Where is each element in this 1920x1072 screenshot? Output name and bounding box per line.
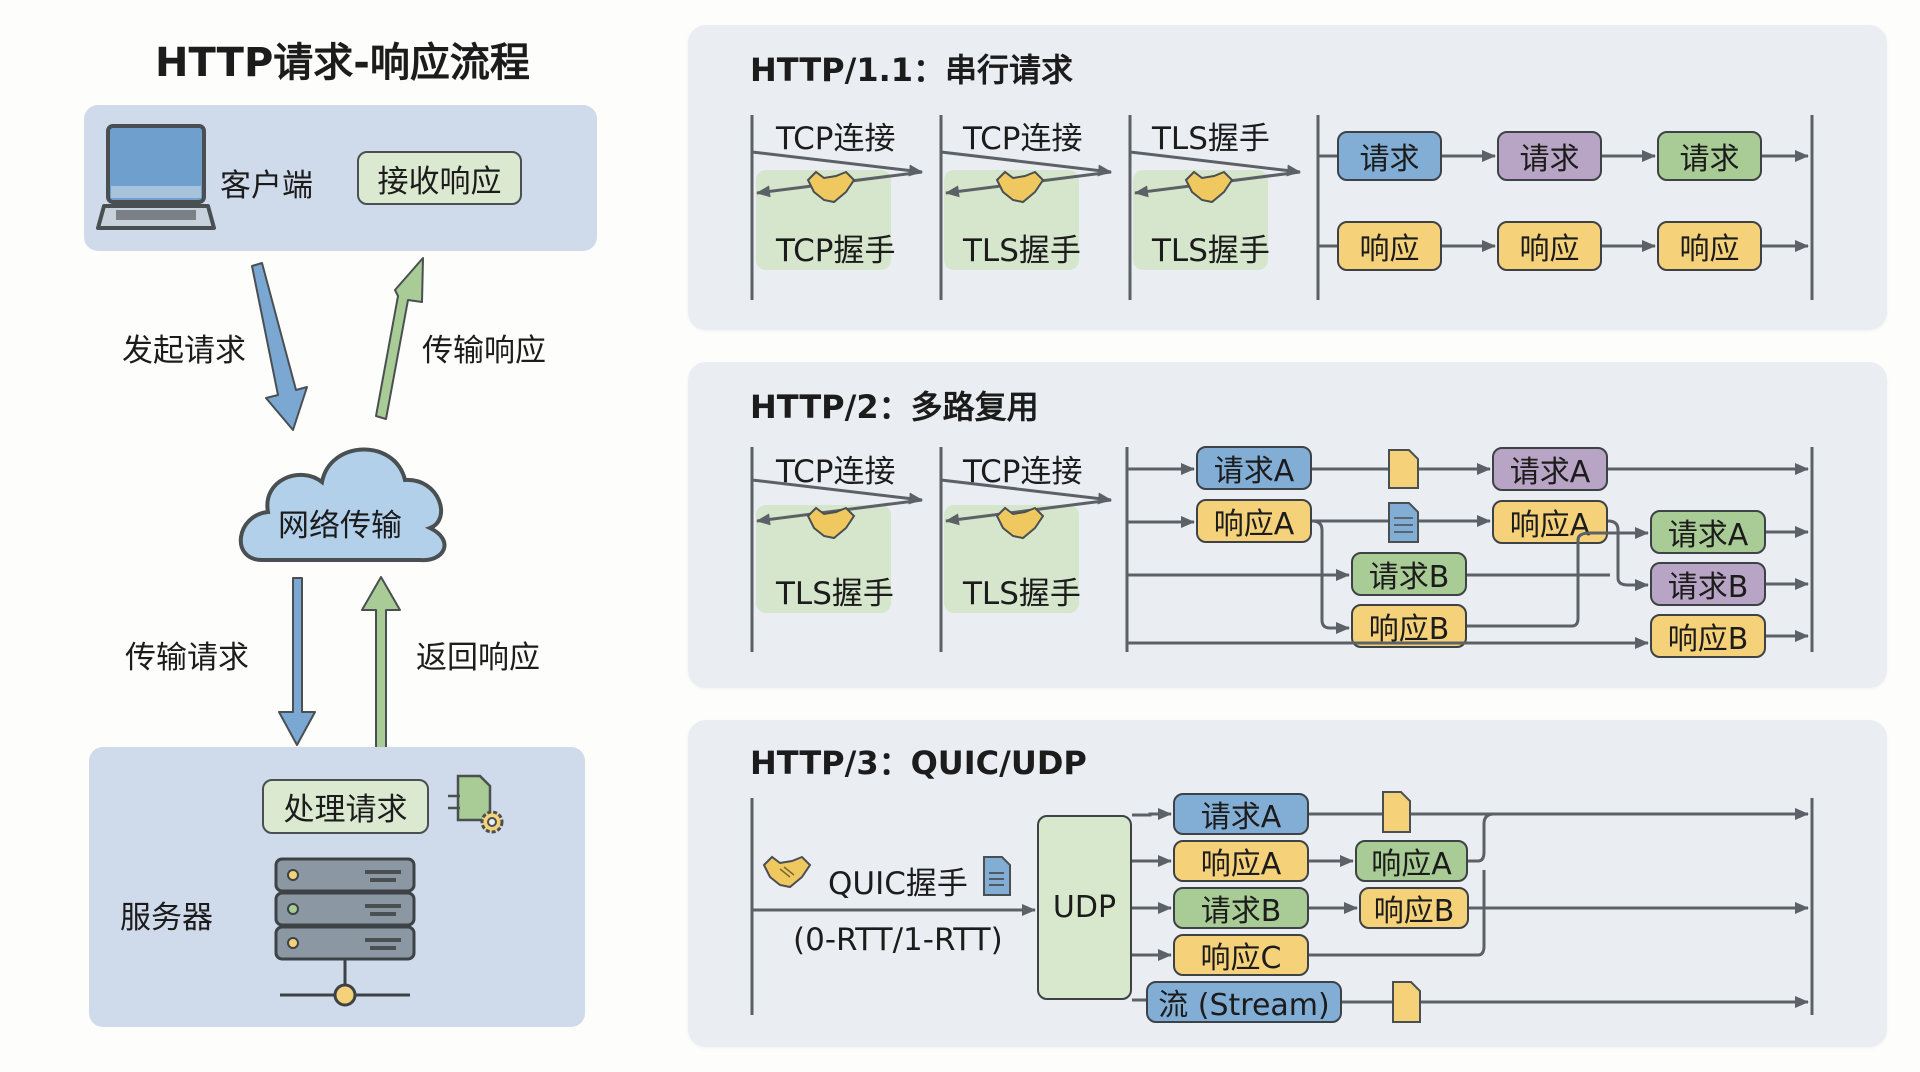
stream-label-box: 流 (Stream) (1146, 981, 1342, 1023)
send-request-arrow (251, 262, 308, 431)
stage-top-label: TCP连接 (963, 121, 1083, 157)
transmit-request-label: 传输请求 (125, 640, 249, 676)
stage-bottom-label: TLS握手 (776, 576, 894, 612)
stream-box: 响应C (1173, 934, 1309, 976)
client-label: 客户端 (220, 168, 313, 204)
flow-arrows (238, 257, 447, 749)
return-response-label: 返回响应 (416, 640, 540, 676)
stage-top-label: TCP连接 (776, 454, 896, 490)
udp-box: UDP (1037, 815, 1132, 1000)
stage-top-label: TLS握手 (1152, 121, 1270, 157)
return-response-arrow (361, 576, 401, 749)
server-label: 服务器 (120, 900, 213, 936)
request-box: 请求 (1497, 131, 1602, 181)
stage-bottom-label: TLS握手 (963, 233, 1081, 269)
request-box: 请求 (1337, 131, 1442, 181)
document-icon (983, 856, 1011, 896)
response-a-box: 响应A (1196, 499, 1312, 543)
request-a-box: 请求A (1492, 447, 1608, 491)
stage-bottom-label: TCP握手 (776, 233, 896, 269)
response-b-box: 响应B (1351, 604, 1467, 648)
request-box: 请求 (1657, 131, 1762, 181)
cloud-icon (238, 447, 447, 563)
request-a-box: 请求A (1650, 510, 1766, 554)
response-b-box: 响应B (1359, 887, 1469, 929)
page-title: HTTP请求-响应流程 (155, 40, 530, 86)
stage-top-label: TCP连接 (963, 454, 1083, 490)
process-request-box: 处理请求 (262, 779, 429, 834)
response-a-box: 响应A (1492, 500, 1608, 544)
stream-box: 请求A (1173, 793, 1309, 835)
quic-handshake-label: QUIC握手 (828, 866, 968, 902)
stream-box: 请求B (1173, 887, 1309, 929)
response-a-box: 响应A (1355, 840, 1468, 882)
transmit-response-label: 传输响应 (422, 333, 546, 369)
request-b-box: 请求B (1650, 562, 1766, 606)
response-box: 响应 (1337, 221, 1442, 271)
response-box: 响应 (1657, 221, 1762, 271)
transmit-response-arrow (375, 257, 424, 420)
send-request-label: 发起请求 (122, 333, 246, 369)
rtt-label: (0-RTT/1-RTT) (793, 922, 1003, 958)
request-b-box: 请求B (1351, 552, 1467, 596)
request-a-box: 请求A (1196, 446, 1312, 490)
stage-bottom-label: TLS握手 (963, 576, 1081, 612)
document-gear-icon (448, 774, 504, 834)
network-label: 网络传输 (278, 508, 402, 544)
transmit-request-arrow (278, 577, 316, 746)
stream-box: 响应A (1173, 840, 1309, 882)
http11-title: HTTP/1.1：串行请求 (750, 51, 1074, 89)
response-b-box: 响应B (1650, 614, 1766, 658)
http3-title: HTTP/3：QUIC/UDP (750, 744, 1087, 782)
stage-top-label: TCP连接 (776, 121, 896, 157)
http2-title: HTTP/2：多路复用 (750, 388, 1039, 426)
handshake-icon (762, 855, 812, 889)
server-rack-icon (274, 857, 416, 1007)
response-box: 响应 (1497, 221, 1602, 271)
laptop-icon (96, 124, 216, 230)
receive-response-box: 接收响应 (357, 151, 522, 205)
stage-bottom-label: TLS握手 (1152, 233, 1270, 269)
